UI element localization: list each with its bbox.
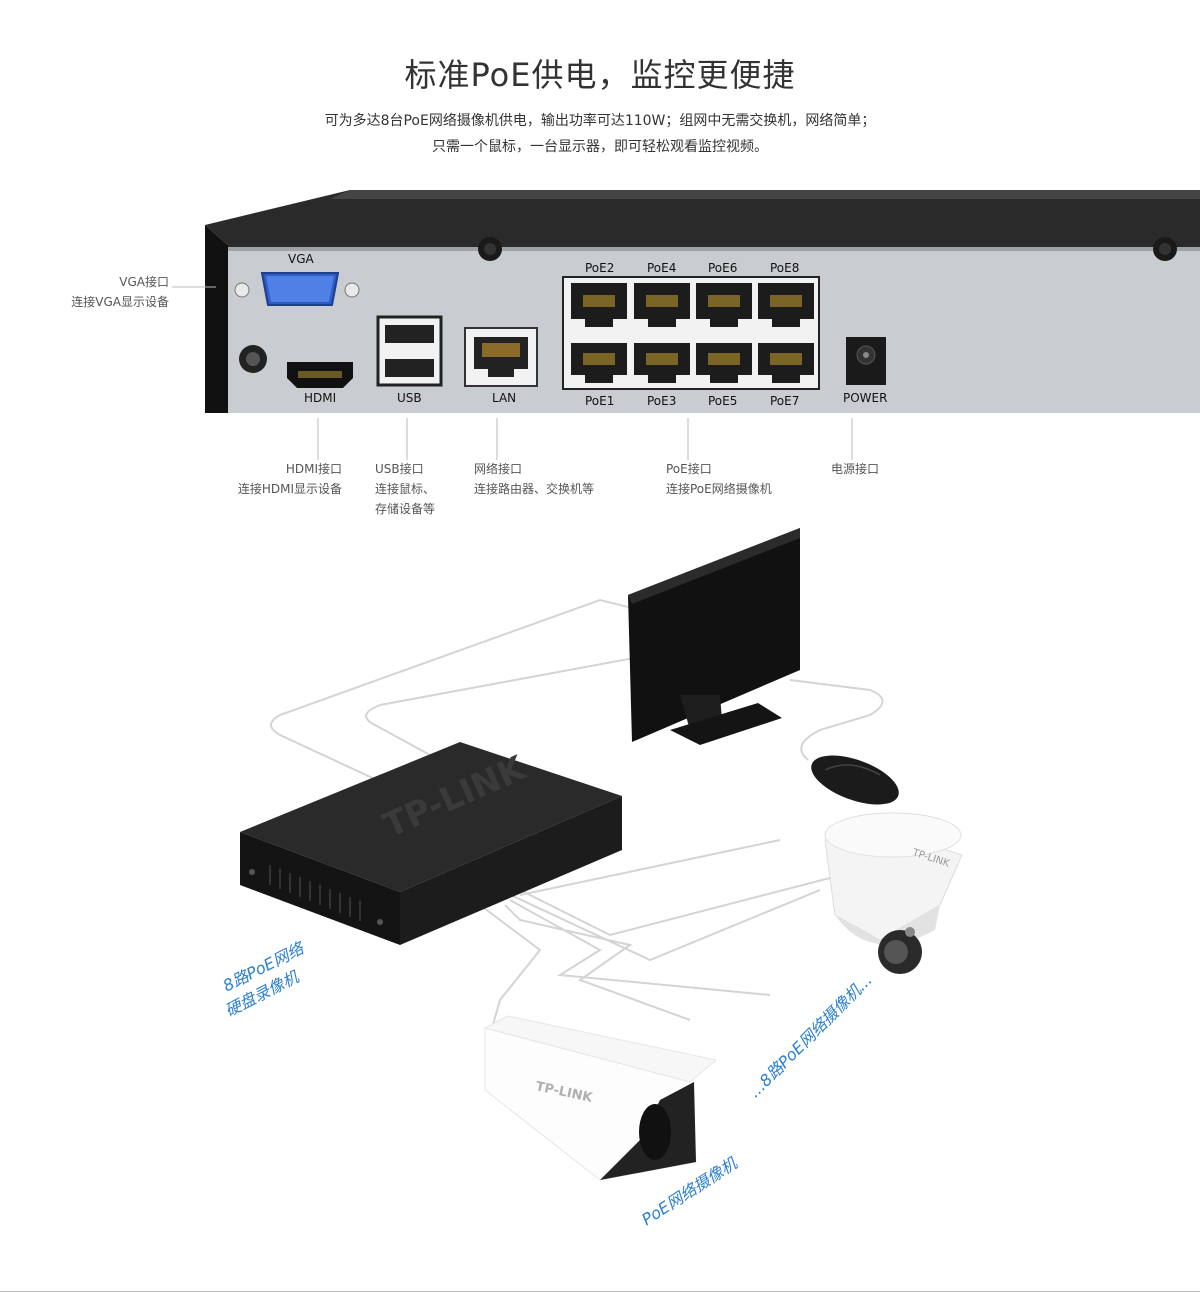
poe4-label: PoE4	[647, 261, 677, 275]
lan-label: LAN	[492, 391, 517, 405]
lan-callout: 网络接口连接路由器、交换机等	[474, 462, 595, 496]
poe3-label: PoE3	[647, 394, 677, 408]
poe5-label: PoE5	[708, 394, 738, 408]
bullet-camera-icon: TP-LINK	[483, 1015, 718, 1181]
poe8-label: PoE8	[770, 261, 800, 275]
poe7-label: PoE7	[770, 394, 800, 408]
power-label: POWER	[843, 391, 888, 405]
vga-port-icon	[234, 272, 360, 306]
monitor-icon	[628, 528, 800, 745]
power-port-icon	[846, 337, 886, 385]
hdmi-callout: HDMI接口连接HDMI显示设备	[237, 462, 342, 496]
usb-label: USB	[397, 391, 422, 405]
vga-callout: VGA接口连接VGA显示设备	[71, 275, 169, 309]
dome-camera-icon: TP-LINK	[824, 812, 963, 974]
page-title: 标准PoE供电，监控更便捷	[404, 56, 796, 94]
vga-label: VGA	[288, 252, 314, 266]
hdmi-port-icon	[287, 362, 353, 388]
poe1-label: PoE1	[585, 394, 615, 408]
nvr-rear-panel	[205, 190, 1200, 413]
poe6-label: PoE6	[708, 261, 738, 275]
mouse-icon	[811, 755, 899, 805]
usb-port-icon	[376, 315, 443, 387]
poe-callout: PoE接口连接PoE网络摄像机	[666, 462, 772, 496]
nvr-device-icon: TP-LINK	[240, 742, 622, 945]
callout-lines	[172, 286, 853, 460]
hdmi-label: HDMI	[304, 391, 337, 405]
poe2-label: PoE2	[585, 261, 615, 275]
network-diagram: TP-LINK TP-LINK TP-LINK	[240, 528, 963, 1181]
poe-port-block-icon	[562, 276, 820, 390]
bottom-divider	[0, 1291, 1200, 1292]
usb-callout: USB接口连接鼠标、 存储设备等	[375, 462, 436, 516]
power-callout: 电源接口	[831, 462, 880, 476]
subtitle-line-2: 只需一个鼠标，一台显示器，即可轻松观看监控视频。	[432, 139, 768, 155]
lan-port-icon	[464, 327, 538, 387]
subtitle-line-1: 可为多达8台PoE网络摄像机供电，输出功率可达110W；组网中无需交换机，网络简…	[324, 113, 876, 129]
